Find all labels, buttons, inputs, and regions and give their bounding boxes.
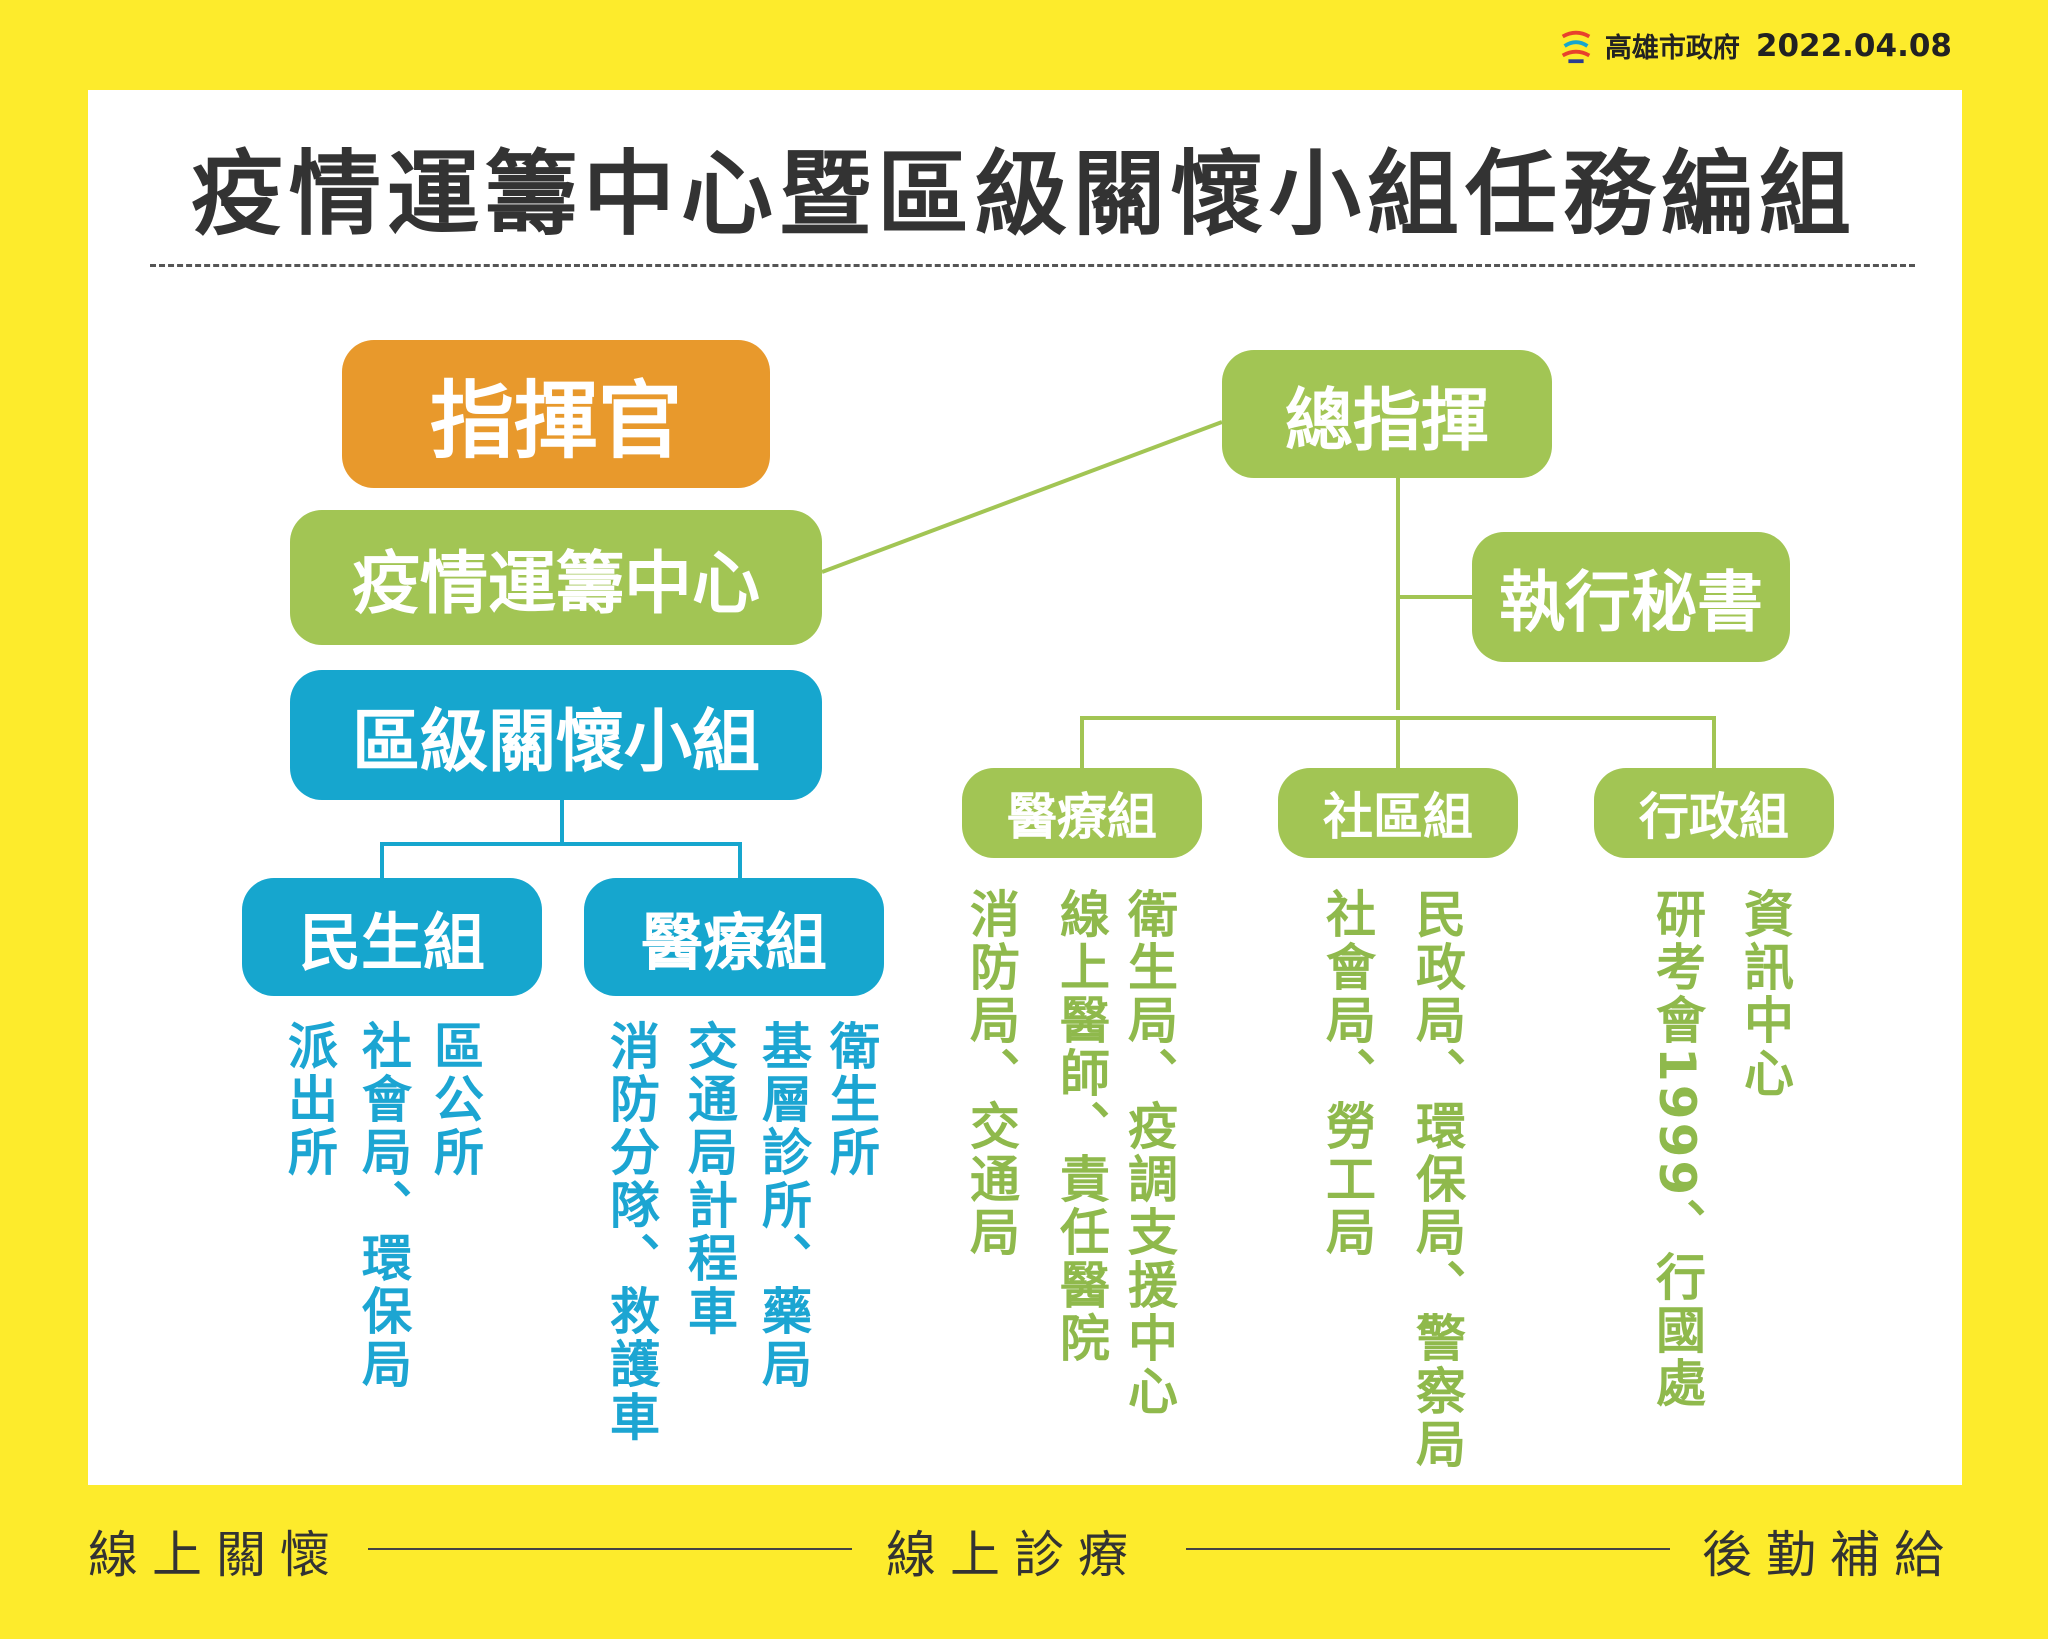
community-unit-col: 社會局、勞工局 bbox=[1318, 888, 1376, 1259]
org-name: 高雄市政府 bbox=[1604, 33, 1740, 64]
admin-unit-col: 研考會1999、行國處 bbox=[1648, 888, 1706, 1411]
admin-group-label: 行政組 bbox=[1639, 788, 1789, 846]
exec-secretary-label: 執行秘書 bbox=[1499, 564, 1763, 641]
district-care-node: 區級關懷小組 bbox=[290, 670, 822, 800]
right-medical-unit-col: 線上醫師、責任醫院 bbox=[1052, 888, 1110, 1365]
right-medical-group-label: 醫療組 bbox=[1007, 788, 1157, 846]
right-medical-unit-col: 衛生局、疫調支援中心 bbox=[1120, 888, 1178, 1418]
livelihood-unit-col: 派出所 bbox=[280, 1020, 338, 1179]
admin-group-node: 行政組 bbox=[1594, 768, 1834, 858]
livelihood-unit-col: 社會局、環保局 bbox=[354, 1020, 412, 1391]
left-medical-unit-col: 基層診所、藥局 bbox=[754, 1020, 812, 1391]
right-medical-group-node: 醫療組 bbox=[962, 768, 1202, 858]
footer-divider bbox=[368, 1548, 852, 1550]
footer-logistics: 後勤補給 bbox=[1702, 1526, 1958, 1584]
left-medical-unit-col: 衛生所 bbox=[822, 1020, 880, 1179]
ops-center-node: 疫情運籌中心 bbox=[290, 510, 822, 645]
footer-divider bbox=[1186, 1548, 1670, 1550]
livelihood-unit-col: 區公所 bbox=[426, 1020, 484, 1179]
left-medical-unit-col: 消防分隊、救護車 bbox=[602, 1020, 660, 1444]
left-medical-group-label: 醫療組 bbox=[640, 906, 827, 979]
livelihood-group-label: 民生組 bbox=[298, 906, 485, 979]
livelihood-group-node: 民生組 bbox=[242, 878, 542, 996]
commander-node: 指揮官 bbox=[342, 340, 770, 488]
left-medical-group-node: 醫療組 bbox=[584, 878, 884, 996]
admin-unit-col: 資訊中心 bbox=[1736, 888, 1794, 1100]
chief-commander-label: 總指揮 bbox=[1284, 381, 1489, 461]
chief-commander-node: 總指揮 bbox=[1222, 350, 1552, 478]
community-unit-col: 民政局、環保局、警察局 bbox=[1408, 888, 1466, 1471]
right-medical-unit-col: 消防局、交通局 bbox=[962, 888, 1020, 1259]
commander-label: 指揮官 bbox=[429, 371, 682, 470]
publish-date: 2022.04.08 bbox=[1755, 27, 1952, 64]
page-title: 疫情運籌中心暨區級關懷小組任務編組 bbox=[190, 141, 1857, 248]
footer-online-care: 線上關懷 bbox=[88, 1526, 344, 1584]
community-group-label: 社區組 bbox=[1323, 788, 1473, 846]
left-medical-unit-col: 交通局計程車 bbox=[680, 1020, 738, 1338]
title-divider bbox=[150, 264, 1915, 267]
footer-online-diagnosis: 線上診療 bbox=[886, 1526, 1142, 1584]
community-group-node: 社區組 bbox=[1278, 768, 1518, 858]
kaohsiung-logo-icon bbox=[1561, 30, 1591, 63]
ops-center-label: 疫情運籌中心 bbox=[351, 545, 760, 624]
district-care-label: 區級關懷小組 bbox=[351, 702, 760, 782]
header-brand: 高雄市政府 2022.04.08 bbox=[1557, 26, 1952, 65]
exec-secretary-node: 執行秘書 bbox=[1472, 532, 1790, 662]
